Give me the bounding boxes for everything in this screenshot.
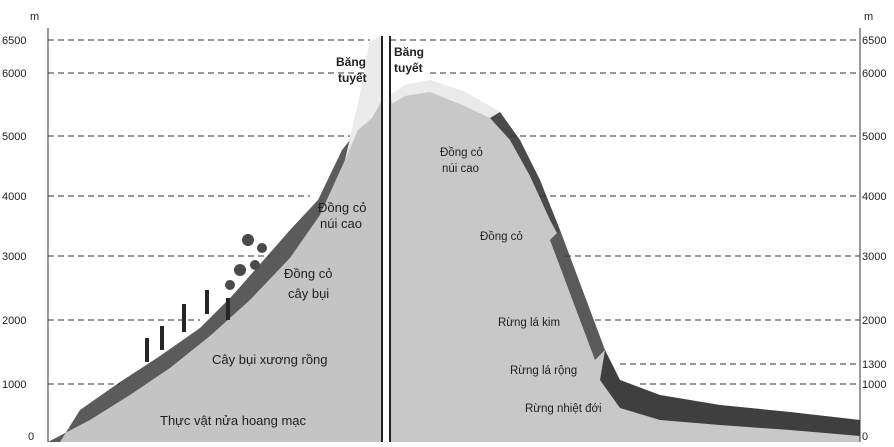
shrub-4 [250,260,260,270]
right-alpine-label-1: Đồng cỏ [440,147,483,159]
left-semidesert-label: Thực vật nửa hoang mạc [160,413,307,428]
left-cactus-group [145,290,230,362]
right-tick-0: 0 [862,431,868,442]
right-tick-1000: 1000 [862,379,886,391]
left-tick-labels: 6500 6000 5000 4000 3000 2000 1000 0 [2,35,34,443]
altitude-guides [48,39,860,385]
right-meadow-label: Đồng cỏ [480,231,523,243]
left-tick-2000: 2000 [2,315,26,327]
right-mountain-body [390,80,860,442]
left-alpine-label-2: núi cao [320,216,362,231]
left-mountain [48,36,382,442]
right-axis-unit: m [864,11,873,23]
right-coniferous-band [550,230,605,360]
shrub-5 [225,280,235,290]
left-tick-6500: 6500 [2,35,26,47]
left-shrub-meadow-label-1: Đồng cỏ [284,266,332,281]
right-alpine-meadow-band [490,112,566,250]
shrub-2 [257,243,267,253]
right-tropical-band [600,350,860,436]
cactus-4 [205,290,209,314]
left-tick-4000: 4000 [2,191,26,203]
left-snow-label-2: tuyết [338,71,367,85]
right-tick-4000: 4000 [862,191,886,203]
right-snow-label-1: Băng [394,45,424,59]
right-tick-6000: 6000 [862,68,886,80]
right-tick-5000: 5000 [862,131,886,143]
right-alpine-label-2: núi cao [442,163,479,175]
right-snow-cap [390,80,500,118]
right-tick-6500: 6500 [862,35,886,47]
cactus-3 [182,304,186,332]
left-shrub-meadow-label-2: cây bụi [288,286,329,301]
left-alpine-label-1: Đồng cỏ [318,200,366,215]
left-axis-unit: m [30,11,39,23]
right-snow-label-2: tuyết [394,61,423,75]
left-snow-cap [345,36,382,160]
cactus-1 [145,338,149,362]
left-tick-6000: 6000 [2,68,26,80]
right-broadleaf-label: Rừng lá rộng [510,365,577,377]
left-tick-3000: 3000 [2,251,26,263]
cactus-2 [160,326,164,350]
shrub-1 [242,234,254,246]
right-tick-labels: 6500 6000 5000 4000 3000 2000 1300 1000 … [862,35,886,443]
right-tick-3000: 3000 [862,251,886,263]
right-tick-1300: 1300 [862,359,886,371]
left-tick-1000: 1000 [2,379,26,391]
left-shrub-group [225,234,267,290]
cactus-5 [226,298,230,320]
shrub-3 [234,264,246,276]
right-mountain [390,80,860,442]
left-tick-5000: 5000 [2,131,26,143]
left-cactus-label: Cây bụi xương rồng [212,352,328,367]
left-zone-labels: Băng tuyết Đồng cỏ núi cao Đồng cỏ cây b… [160,55,367,428]
left-snow-label-1: Băng [336,55,366,69]
right-tropical-label: Rừng nhiệt đới [525,403,602,415]
left-mountain-body [48,36,382,442]
right-tick-2000: 2000 [862,315,886,327]
right-coniferous-label: Rừng lá kim [498,317,560,329]
right-zone-labels: Băng tuyết Đồng cỏ núi cao Đồng cỏ Rừng … [394,45,602,415]
left-tick-0: 0 [28,431,34,442]
